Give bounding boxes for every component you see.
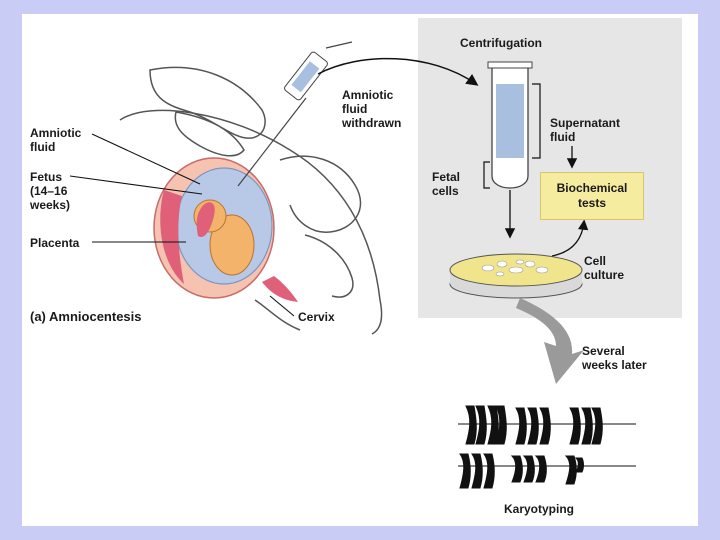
biochemical-tests-box: Biochemical tests (540, 172, 644, 220)
cervix-label: Cervix (298, 310, 335, 324)
test-tube (487, 61, 533, 189)
fluid-withdrawn-label: Amniotic fluid withdrawn (342, 88, 402, 130)
several-weeks-label: Several weeks later (582, 344, 647, 372)
karyotyping-label: Karyotyping (504, 502, 575, 516)
label-leader-lines (69, 133, 295, 317)
abdomen-outline (119, 109, 383, 335)
dish-to-box-arrow (551, 219, 589, 257)
karyotype-chromosomes (458, 405, 636, 489)
fetus-figure (193, 199, 255, 276)
several-weeks-arrow (516, 298, 584, 384)
amniotic-fluid-label: Amniotic fluid (30, 126, 82, 154)
fetal-cells-label: Fetal cells (432, 170, 461, 198)
transfer-arrow (317, 57, 479, 86)
supernatant-bracket (532, 83, 541, 159)
placenta-label: Placenta (30, 236, 80, 250)
fetus-label: Fetus (14–16 weeks) (30, 170, 71, 212)
hand-outline (149, 66, 266, 157)
culture-dish (449, 253, 583, 299)
cervix-shape (262, 276, 298, 302)
placenta-shape (160, 190, 184, 284)
fetal-cells-bracket (483, 161, 490, 189)
supernatant-label: Supernatant fluid (550, 116, 621, 144)
figure-caption: (a) Amniocentesis (30, 309, 142, 324)
syringe (237, 41, 353, 187)
cell-culture-label: Cell culture (584, 254, 625, 282)
centrifugation-label: Centrifugation (460, 36, 542, 50)
